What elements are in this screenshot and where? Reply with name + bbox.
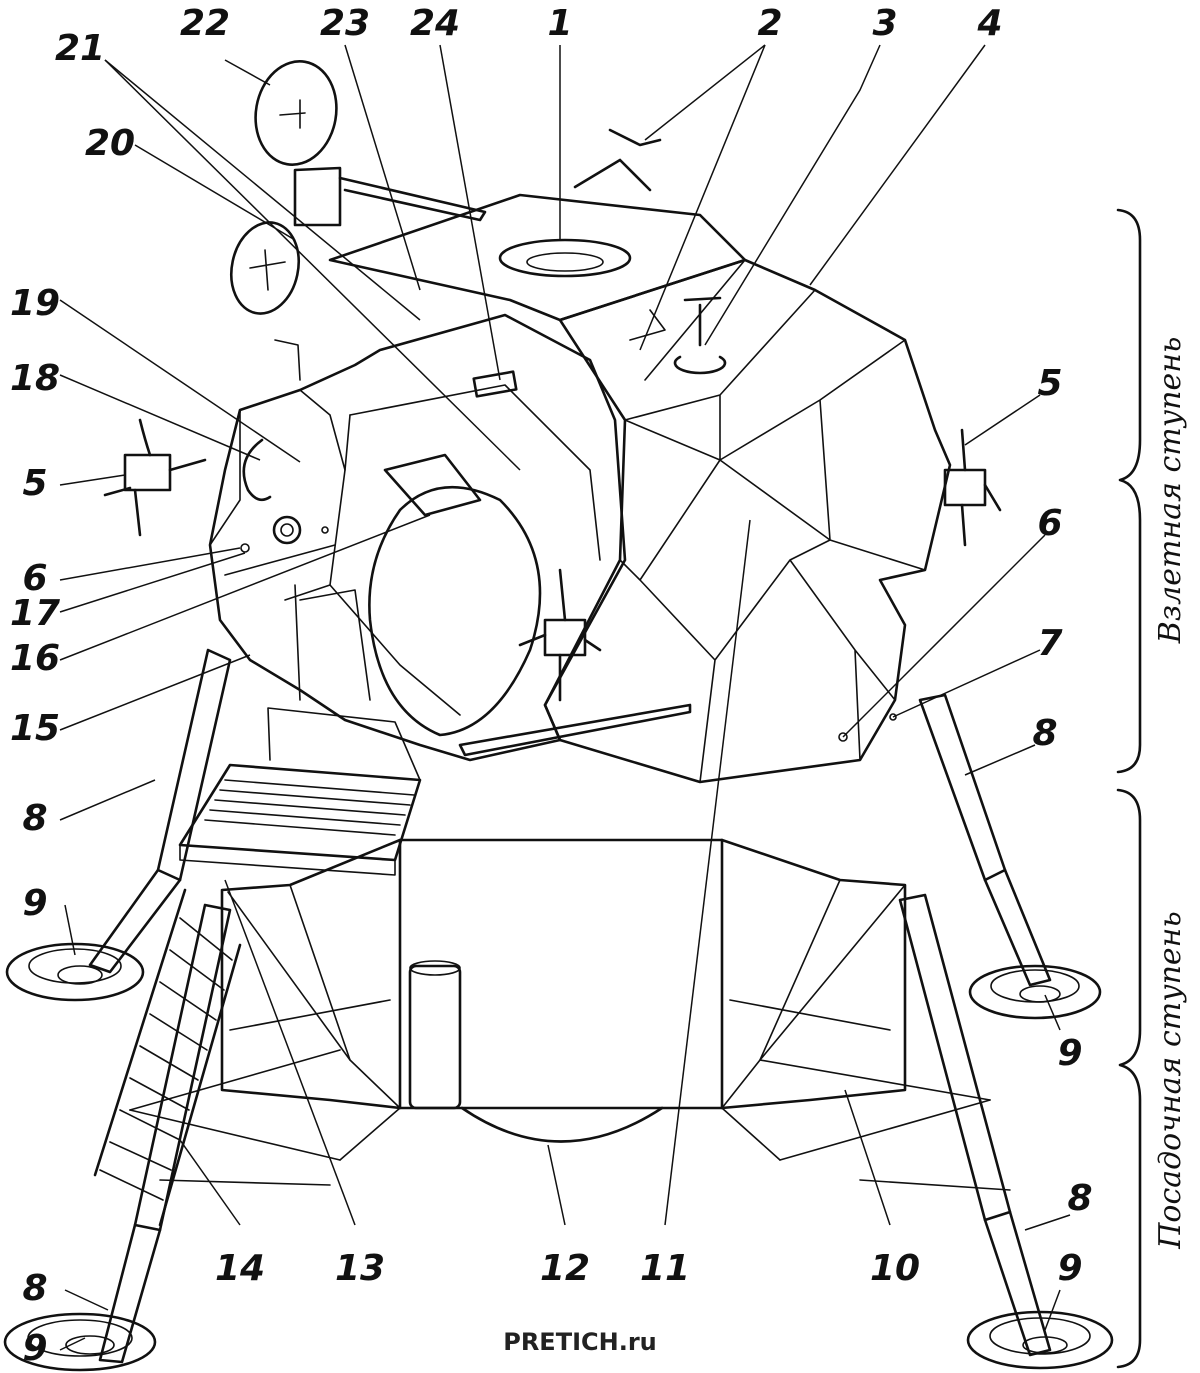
small-port — [240, 543, 250, 553]
ladder — [93, 888, 242, 1227]
callout-15: 15 — [10, 708, 60, 749]
ascent-stage-top-deck — [328, 193, 747, 322]
descent-stage-truss — [129, 879, 1011, 1191]
callout-20: 20 — [85, 123, 135, 164]
descent-stage-label: Посадочная ступень — [1153, 911, 1188, 1250]
descent-stage-bracket — [1116, 788, 1142, 1369]
foot-pad-rear-left — [3, 1312, 157, 1372]
callout-9-rear-right: 9 — [1057, 1248, 1082, 1289]
callout-22: 22 — [180, 3, 230, 44]
callout-21: 21 — [55, 28, 105, 69]
descent-engine-bell — [460, 1106, 664, 1143]
callout-6-left: 6 — [22, 558, 47, 599]
callout-8-rear-right: 8 — [1067, 1178, 1092, 1219]
foot-pad-rear-right — [966, 1310, 1114, 1370]
steerable-s-band-antenna — [230, 221, 301, 381]
callout-9-front-right: 9 — [1057, 1033, 1082, 1074]
callout-7: 7 — [1037, 623, 1062, 664]
vhf-antenna-left — [573, 128, 662, 192]
callout-8-front-right: 8 — [1032, 713, 1057, 754]
callout-14: 14 — [215, 1248, 265, 1289]
landing-leg-rear-left — [98, 903, 232, 1364]
ascent-stage-label: Взлетная ступень — [1153, 337, 1188, 645]
porch-platform — [178, 707, 422, 876]
ascent-stage-right-body — [543, 258, 952, 784]
landing-leg-front-right — [918, 693, 1052, 987]
descent-antenna-boom — [458, 703, 692, 757]
landing-leg-rear-right — [898, 893, 1052, 1357]
c-antenna — [242, 438, 272, 502]
callout-16: 16 — [10, 638, 60, 679]
watermark-text: PRETICH.ru — [503, 1328, 657, 1356]
descent-stage — [3, 648, 1114, 1372]
callout-5-left: 5 — [22, 463, 47, 504]
round-port — [272, 515, 302, 545]
callout-18: 18 — [10, 358, 60, 399]
callout-8-rear-left: 8 — [22, 1268, 47, 1309]
docking-hatch-rim — [498, 238, 632, 278]
callout-9-front-left: 9 — [22, 883, 47, 924]
rcs-thruster-quad-left — [103, 418, 207, 537]
descent-stage-center-box — [398, 838, 724, 1110]
callout-1: 1 — [547, 3, 572, 44]
foot-pad-front-left — [5, 942, 145, 1002]
docking-hatch-inner — [526, 252, 604, 272]
callout-23: 23 — [320, 3, 370, 44]
ascent-stage-bracket — [1116, 208, 1142, 774]
descent-stage-cylinder-top — [409, 960, 461, 976]
ascent-stage — [103, 60, 1002, 784]
foot-pad-front-right — [968, 964, 1102, 1020]
rcs-thruster-quad-front — [518, 568, 602, 702]
callout-5-right: 5 — [1037, 363, 1062, 404]
rcs-thruster-quad-right — [943, 428, 1002, 547]
callout-13: 13 — [335, 1248, 385, 1289]
callout-6-right: 6 — [1037, 503, 1062, 544]
callout-24: 24 — [410, 3, 460, 44]
callout-labels: 1 2 3 4 5 5 6 6 7 8 8 8 8 9 9 9 9 10 11 … — [10, 3, 1093, 1369]
callout-3: 3 — [872, 3, 897, 44]
callout-19: 19 — [10, 283, 60, 324]
descent-stage-right-panel — [720, 838, 907, 1110]
callout-4: 4 — [976, 3, 1002, 44]
descent-stage-cylinder — [408, 964, 462, 1110]
tracking-light-window — [472, 370, 518, 398]
callout-17: 17 — [10, 593, 60, 634]
landing-leg-front-left — [88, 648, 232, 974]
callout-12: 12 — [540, 1248, 590, 1289]
descent-stage-left-panel — [220, 838, 402, 1110]
cabin-window — [383, 453, 482, 517]
ascent-stage-cabin — [208, 313, 627, 762]
forward-hatch — [368, 485, 542, 737]
callout-11: 11 — [640, 1248, 690, 1289]
callout-10: 10 — [870, 1248, 920, 1289]
callout-9-rear-left: 9 — [22, 1328, 47, 1369]
vhf-antenna-right — [629, 296, 727, 375]
rendezvous-radar-antenna — [254, 60, 487, 227]
leader-lines — [59, 44, 1071, 1351]
callout-8-front-left: 8 — [22, 798, 47, 839]
callout-2: 2 — [757, 3, 782, 44]
